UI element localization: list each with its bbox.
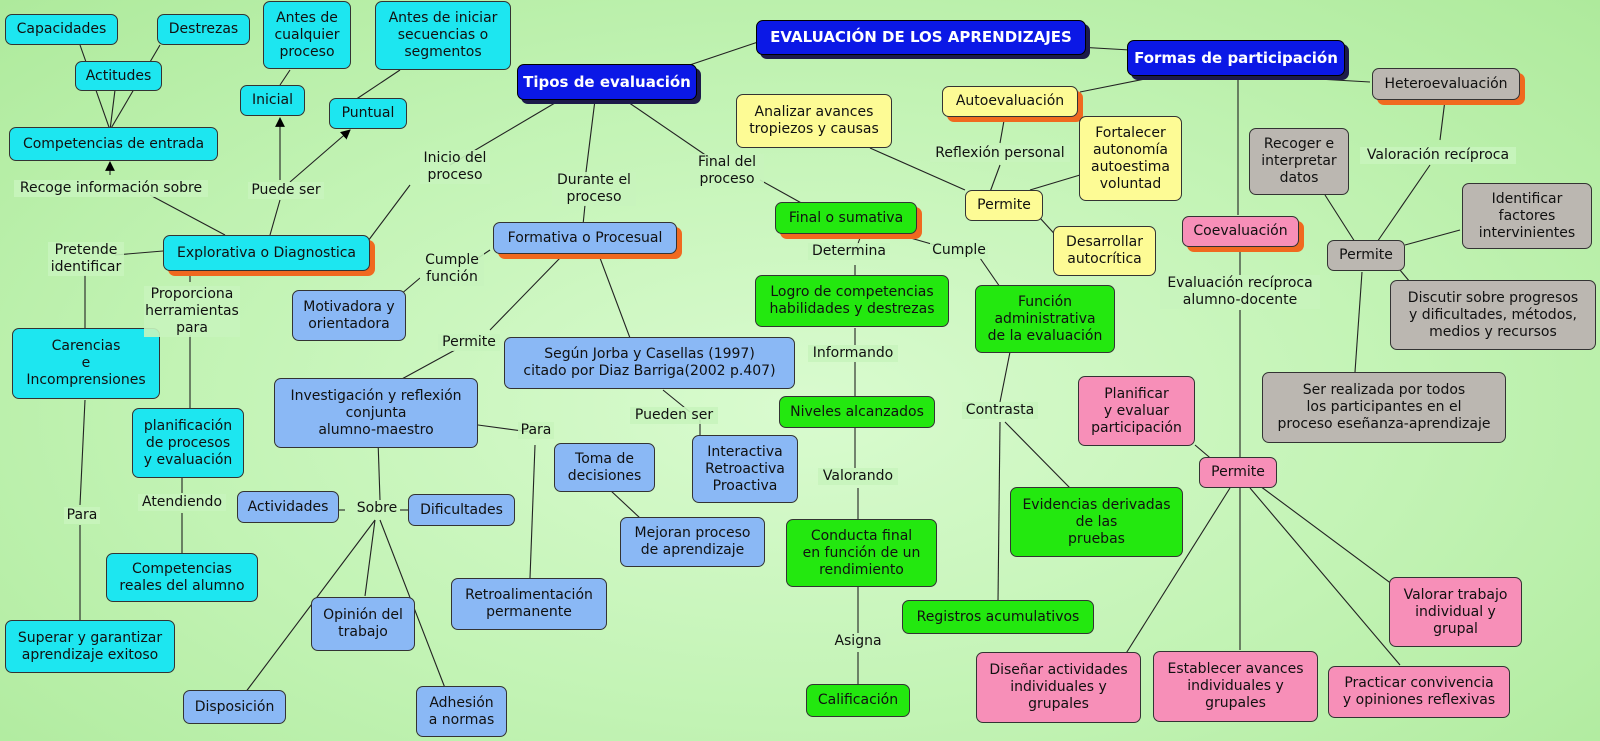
- node-antes-cualquier-proceso: Antes de cualquier proceso: [263, 1, 351, 69]
- node-niveles-alcanzados: Niveles alcanzados: [779, 396, 935, 428]
- node-funcion-administrativa: Función administrativa de la evaluación: [975, 285, 1115, 353]
- node-mejoran-proceso: Mejoran proceso de aprendizaje: [620, 517, 765, 567]
- node-actitudes: Actitudes: [75, 61, 162, 91]
- node-analizar-avances: Analizar avances tropiezos y causas: [736, 94, 892, 148]
- node-tipos-evaluacion: Tipos de evaluación: [517, 64, 697, 100]
- node-coevaluacion: Coevaluación: [1182, 216, 1299, 247]
- label-cumple-funcion: Cumple función: [420, 252, 484, 286]
- node-puntual: Puntual: [329, 98, 407, 129]
- label-reflexion-personal: Reflexión personal: [930, 145, 1070, 162]
- node-practicar-convivencia: Practicar convivencia y opiniones reflex…: [1328, 666, 1510, 718]
- node-investigacion-reflexion: Investigación y reflexión conjunta alumn…: [274, 378, 478, 448]
- node-disposicion: Disposición: [183, 690, 286, 724]
- node-motivadora-orientadora: Motivadora y orientadora: [292, 290, 406, 341]
- node-heteroevaluacion: Heteroevaluación: [1372, 68, 1520, 100]
- node-conducta-final: Conducta final en función de un rendimie…: [786, 519, 937, 587]
- label-asigna: Asigna: [830, 633, 886, 650]
- label-proporciona-herramientas: Proporciona herramientas para: [144, 286, 240, 337]
- label-final-proceso: Final del proceso: [690, 154, 764, 188]
- label-evaluacion-reciproca: Evaluación recíproca alumno-docente: [1160, 275, 1320, 309]
- node-capacidades: Capacidades: [5, 14, 118, 45]
- node-superar-garantizar: Superar y garantizar aprendizaje exitoso: [5, 620, 175, 673]
- label-para-left: Para: [64, 507, 100, 524]
- node-planificar-evaluar: Planificar y evaluar participación: [1078, 376, 1195, 446]
- node-opinion-trabajo: Opinión del trabajo: [311, 597, 415, 651]
- node-permite-autoevaluacion: Permite: [965, 190, 1043, 221]
- label-sobre: Sobre: [354, 500, 400, 517]
- label-puede-ser: Puede ser: [248, 182, 324, 199]
- node-logro-competencias: Logro de competencias habilidades y dest…: [755, 275, 949, 327]
- node-actividades: Actividades: [237, 491, 339, 523]
- node-destrezas: Destrezas: [157, 14, 250, 45]
- node-retroalimentacion-permanente: Retroalimentación permanente: [451, 578, 607, 630]
- label-informando: Informando: [808, 345, 898, 362]
- node-ser-realizada: Ser realizada por todos los participante…: [1262, 372, 1506, 443]
- node-permite-heteroevaluacion: Permite: [1327, 240, 1405, 271]
- label-para-mid: Para: [518, 422, 554, 439]
- node-final-sumativa: Final o sumativa: [775, 202, 917, 234]
- label-atendiendo: Atendiendo: [138, 494, 226, 511]
- node-discutir-progresos: Discutir sobre progresos y dificultades,…: [1390, 280, 1596, 350]
- node-planificacion-procesos: planificación de procesos y evaluación: [132, 408, 244, 478]
- label-determina: Determina: [808, 243, 890, 260]
- node-registros-acumulativos: Registros acumulativos: [902, 600, 1094, 634]
- label-cumple: Cumple: [930, 242, 988, 259]
- node-antes-iniciar-secuencias: Antes de iniciar secuencias o segmentos: [375, 1, 511, 70]
- node-jorba-casellas: Según Jorba y Casellas (1997) citado por…: [504, 337, 795, 389]
- node-calificacion: Calificación: [806, 684, 910, 717]
- label-pueden-ser: Pueden ser: [630, 407, 718, 424]
- node-dificultades: Dificultades: [408, 494, 515, 526]
- node-formativa-procesual: Formativa o Procesual: [493, 222, 677, 254]
- node-establecer-avances: Establecer avances individuales y grupal…: [1153, 651, 1318, 722]
- label-valoracion-reciproca: Valoración recíproca: [1360, 147, 1516, 164]
- node-inicial: Inicial: [240, 85, 305, 116]
- node-desarrollar-autocritica: Desarrollar autocrítica: [1053, 226, 1156, 276]
- node-permite-coevaluacion: Permite: [1199, 457, 1277, 488]
- node-fortalecer-autonomia: Fortalecer autonomía autoestima voluntad: [1079, 116, 1182, 201]
- node-disenar-actividades: Diseñar actividades individuales y grupa…: [976, 652, 1141, 723]
- node-toma-decisiones: Toma de decisiones: [554, 443, 655, 492]
- node-valorar-trabajo: Valorar trabajo individual y grupal: [1389, 577, 1522, 647]
- node-identificar-factores: Identificar factores intervinientes: [1462, 183, 1592, 249]
- label-pretende-identificar: Pretende identificar: [48, 242, 124, 276]
- label-valorando: Valorando: [818, 468, 898, 485]
- node-recoger-interpretar: Recoger e interpretar datos: [1249, 128, 1349, 195]
- node-competencias-entrada: Competencias de entrada: [9, 127, 218, 161]
- label-durante-proceso: Durante el proceso: [552, 172, 636, 206]
- node-autoevaluacion: Autoevaluación: [942, 86, 1078, 117]
- node-interactiva-retroactiva-proactiva: Interactiva Retroactiva Proactiva: [692, 435, 798, 503]
- node-evidencias-pruebas: Evidencias derivadas de las pruebas: [1010, 487, 1183, 557]
- node-adhesion-normas: Adhesión a normas: [416, 686, 507, 737]
- label-recoge-informacion: Recoge información sobre: [14, 180, 208, 197]
- label-inicio-proceso: Inicio del proceso: [420, 150, 490, 184]
- node-evaluacion-aprendizajes: EVALUACIÓN DE LOS APRENDIZAJES: [756, 20, 1086, 55]
- node-explorativa-diagnostica: Explorativa o Diagnostica: [163, 235, 370, 271]
- node-formas-participacion: Formas de participación: [1127, 40, 1345, 76]
- label-contrasta: Contrasta: [962, 402, 1038, 419]
- node-carencias-incomprensiones: Carencias e Incomprensiones: [12, 328, 160, 399]
- node-competencias-reales: Competencias reales del alumno: [106, 553, 258, 602]
- label-permite-formativa: Permite: [438, 334, 500, 351]
